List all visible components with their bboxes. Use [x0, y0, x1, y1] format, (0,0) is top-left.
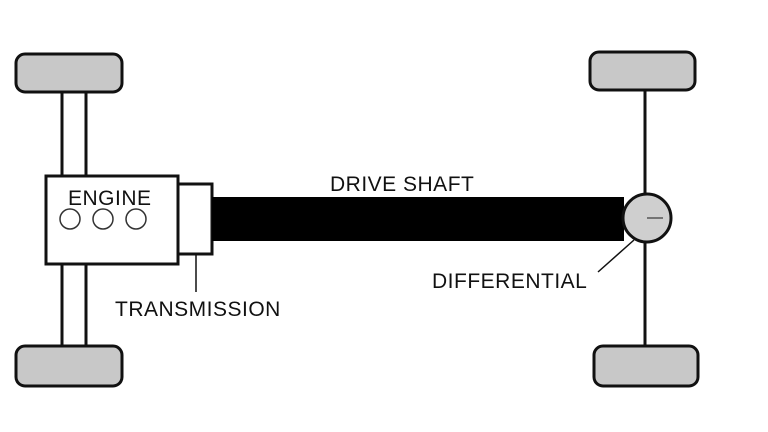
- drive-shaft: DRIVE SHAFT: [212, 173, 624, 241]
- differential-leader-line: [597, 239, 635, 273]
- differential-label: DIFFERENTIAL: [432, 270, 587, 293]
- engine-cylinder-3: [125, 208, 147, 230]
- front-axle-lower-rail: [60, 262, 88, 350]
- drive-shaft-bar: [212, 197, 624, 241]
- rear-left-wheel: [588, 50, 697, 92]
- engine: ENGINE: [44, 174, 180, 266]
- engine-cylinder-1: [59, 208, 81, 230]
- rear-right-wheel: [592, 344, 700, 388]
- transmission: TRANSMISSION: [115, 182, 281, 321]
- drive-shaft-label: DRIVE SHAFT: [330, 173, 474, 196]
- front-left-wheel: [14, 52, 124, 94]
- differential: DIFFERENTIAL: [432, 192, 673, 293]
- front-right-wheel: [14, 344, 124, 388]
- engine-label: ENGINE: [68, 187, 152, 210]
- front-axle: [60, 90, 88, 350]
- transmission-box: [176, 182, 214, 256]
- transmission-label: TRANSMISSION: [115, 298, 281, 321]
- front-axle-upper-rail: [60, 90, 88, 178]
- engine-cylinder-2: [92, 208, 114, 230]
